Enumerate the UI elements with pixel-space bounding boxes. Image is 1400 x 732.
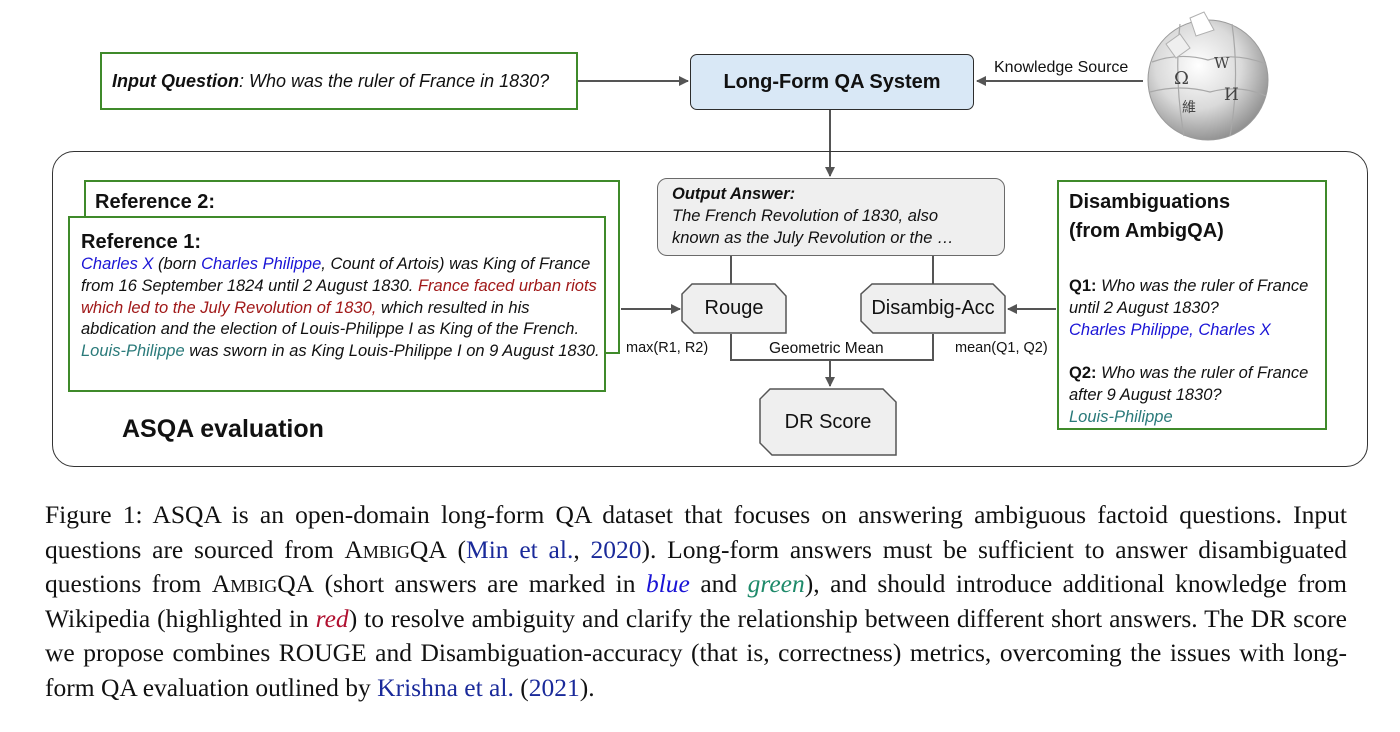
reference-1-text: Charles X (born Charles Philippe, Count … — [81, 254, 603, 363]
input-question-box: Input Question: Who was the ruler of Fra… — [100, 52, 578, 110]
asqa-evaluation-title: ASQA evaluation — [122, 415, 324, 443]
diagram-connectors: Ω W И 維 — [578, 11, 1269, 456]
text-segment-cite: 2021 — [528, 672, 580, 702]
text-segment-plain: ). — [579, 672, 595, 702]
text-segment-plain: (short answers are marked in — [314, 569, 646, 598]
q1-question: Who was the ruler of France until 2 Augu… — [1069, 277, 1309, 317]
reference-2-title: Reference 2: — [95, 191, 216, 213]
q2-answer: Louis-Philippe — [1069, 408, 1173, 426]
q1-answer: Charles Philippe, Charles X — [1069, 321, 1271, 339]
text-segment-plain: which resulted in his abdication and the… — [81, 298, 580, 339]
text-segment-blue: Charles X — [81, 255, 154, 273]
asqa-evaluation-frame — [52, 151, 1368, 467]
text-segment-plain: (born — [153, 255, 202, 273]
text-segment-plain: , — [573, 534, 591, 564]
text-segment-cap-blue: blue — [645, 569, 690, 598]
text-segment-cite: Min et al. — [466, 534, 574, 564]
asqa-diagram: Ω W И 維 Input Question: Who was the rule… — [52, 11, 1368, 467]
q2-question: Who was the ruler of France after 9 Augu… — [1069, 364, 1309, 404]
disambiguation-q1: Q1: Who was the ruler of France until 2 … — [1069, 275, 1325, 341]
output-answer-title: Output Answer: — [672, 185, 796, 203]
mean-q1-q2-label: mean(Q1, Q2) — [955, 340, 1048, 356]
disambiguations-title-line-2: (from AmbigQA) — [1069, 220, 1224, 242]
input-question-label: Input Question — [112, 71, 239, 91]
text-segment-plain: ) to resolve ambiguity and clarify the r… — [45, 603, 1348, 702]
reference-1-title: Reference 1: — [81, 231, 202, 253]
long-form-qa-system: Long-Form QA System — [690, 54, 974, 110]
geometric-mean-label: Geometric Mean — [769, 340, 884, 357]
wiki-glyph-i: И — [1224, 85, 1239, 105]
dr-score-card — [759, 388, 897, 456]
output-answer-line-2: known as the July Revolution or the … — [672, 229, 954, 247]
text-segment-green: Louis-Philippe — [81, 342, 185, 361]
input-question-text: Input Question: Who was the ruler of Fra… — [112, 71, 549, 92]
text-segment-blue: Charles Philippe — [201, 255, 322, 273]
text-segment-cite: Krishna et al. — [377, 672, 514, 702]
text-segment-plain: ), and should introduce additional knowl… — [45, 569, 1347, 633]
text-segment-cite: 2020 — [590, 534, 642, 564]
dr-score-label: DR Score — [784, 411, 872, 433]
figure-caption: Figure 1: ASQA is an open-domain long-fo… — [45, 498, 1347, 705]
max-r1-r2-label: max(R1, R2) — [626, 340, 709, 356]
text-segment-plain: , Count of Artois) was King of France fr… — [81, 255, 591, 295]
input-question-content: : Who was the ruler of France in 1830? — [238, 71, 550, 91]
geometric-mean-bracket — [730, 334, 934, 361]
disambig-acc-card — [860, 283, 1006, 334]
text-segment-plain: ). Long-form answers must be sufficient … — [45, 534, 1347, 599]
disambiguations-box: Disambiguations (from AmbigQA) Q1: Who w… — [1057, 180, 1327, 430]
text-segment-cap-green: green — [747, 569, 805, 598]
disambiguations-title-line-1: Disambiguations — [1069, 191, 1231, 213]
wiki-glyph-omega: Ω — [1174, 68, 1189, 89]
rouge-label: Rouge — [704, 297, 764, 319]
text-segment-plain: Figure 1: ASQA is an open-domain long-fo… — [45, 500, 1347, 564]
disambig-acc-label: Disambig-Acc — [871, 297, 995, 319]
text-segment-cap-red: red — [315, 603, 349, 633]
disambiguation-q2: Q2: Who was the ruler of France after 9 … — [1069, 362, 1325, 428]
q1-label: Q1: — [1069, 277, 1097, 295]
reference-1-box: Reference 1: Charles X (born Charles Phi… — [68, 216, 606, 392]
text-segment-red: France faced urban riots which led to th… — [81, 276, 597, 317]
wikipedia-globe-icon: Ω W И 維 — [1147, 11, 1269, 141]
output-answer-line-1: The French Revolution of 1830, also — [672, 207, 938, 225]
wiki-glyph-w: W — [1214, 54, 1230, 72]
text-segment-sc: AmbigQA — [344, 534, 447, 564]
text-segment-plain: ( — [513, 672, 529, 702]
text-segment-plain: was sworn in as King Louis-Philippe I on… — [184, 342, 600, 361]
rouge-card — [681, 283, 787, 334]
wiki-glyph-wei: 維 — [1182, 100, 1196, 116]
text-segment-sc: AmbigQA — [211, 569, 315, 598]
disambiguations-title: Disambiguations (from AmbigQA) — [1069, 188, 1230, 246]
q2-label: Q2: — [1069, 364, 1097, 382]
knowledge-source-label: Knowledge Source — [994, 59, 1129, 76]
output-answer-box: Output Answer: The French Revolution of … — [657, 178, 1005, 256]
text-segment-plain: and — [689, 569, 748, 598]
text-segment-plain: ( — [446, 534, 467, 564]
